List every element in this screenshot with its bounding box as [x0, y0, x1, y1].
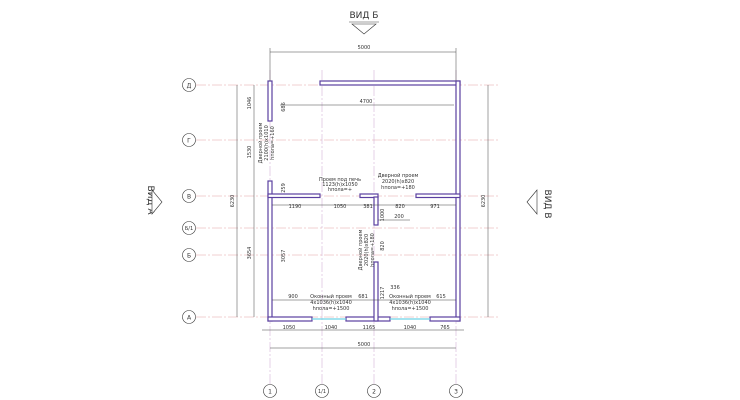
- dim-mid-820: 820: [395, 204, 405, 210]
- axis-marker-a: [182, 310, 196, 324]
- axis-label-b1: Б/1: [185, 226, 193, 232]
- view-label-left: ВИД А: [145, 186, 155, 216]
- dim-336: 336: [390, 285, 400, 291]
- axis-marker-d: [182, 78, 196, 92]
- wall-top: [319, 80, 461, 86]
- dim-vert-820: 820: [380, 241, 386, 251]
- partition-vert-upper: [373, 196, 379, 226]
- dim-bottom-1040b: 1040: [404, 325, 417, 331]
- axis-label-b: Б: [187, 253, 191, 260]
- axis-label-1: 1: [268, 389, 272, 396]
- axis-label-2: 2: [372, 389, 376, 396]
- partition-mid-3: [415, 193, 461, 199]
- door-right-size: 2020(h)х820: [382, 179, 414, 185]
- row-axis-lines: [196, 84, 500, 318]
- dim-left-3654: 3654: [247, 247, 253, 260]
- door-right-label: Дверной проем: [378, 172, 419, 179]
- axis-label-3: 3: [454, 389, 458, 396]
- dim-left-1530: 1530: [247, 146, 253, 159]
- dim-left-3057: 3057: [281, 250, 287, 263]
- dim-bottom-total: 5000: [358, 342, 371, 348]
- window-left-label: Оконный проем: [310, 293, 352, 300]
- axis-label-g: Г: [187, 138, 191, 145]
- dim-inner-615: 615: [436, 294, 446, 300]
- axis-marker-g: [182, 133, 196, 147]
- axis-marker-v: [182, 189, 196, 203]
- axis-marker-1-1: [315, 384, 329, 398]
- wall-right: [455, 80, 461, 322]
- dim-vert-1217: 1217: [380, 287, 386, 300]
- wall-bottom-3: [429, 316, 461, 322]
- annotations: Дверной проем 2100(h)х1010 hпола=+160 Пр…: [257, 122, 431, 312]
- view-marker-top: ВИД Б: [349, 11, 379, 35]
- dim-vert-1000: 1000: [380, 209, 386, 222]
- dim-inner-width: 4700: [360, 99, 373, 105]
- dim-bottom-1050: 1050: [283, 325, 296, 331]
- axis-label-v: В: [187, 194, 191, 201]
- col-axis-markers: 1 1/1 2 3: [263, 384, 463, 398]
- door-left-annotation: Дверной проем 2100(h)х1010 hпола=+160: [257, 122, 276, 163]
- view-arrow-right-icon: [526, 189, 538, 215]
- col-axis-lines: [269, 70, 457, 385]
- partition-mid-2: [359, 193, 379, 199]
- partition-vert-lower: [373, 261, 379, 322]
- window-left-size: 4х1036(h)х1040: [310, 300, 352, 306]
- dim-left-1046: 1046: [247, 97, 253, 110]
- view-label-top: ВИД Б: [350, 11, 379, 21]
- door-mid-annotation: Дверной проем 2020(h)х820 hпола=+180: [357, 229, 376, 270]
- wall-bottom-1: [267, 316, 313, 322]
- stove-label: Проем под печь: [319, 177, 361, 183]
- dim-200: 200: [394, 214, 404, 220]
- dim-mid-1190: 1190: [289, 204, 302, 210]
- door-right-floor: hпола=+180: [381, 185, 415, 191]
- window-right-floor: hпола=+1500: [392, 306, 429, 312]
- door-left-label: Дверной проем: [257, 122, 264, 163]
- window-right-label: Оконный проем: [389, 293, 431, 300]
- axis-marker-3: [449, 384, 463, 398]
- view-arrow-top-icon: [351, 23, 377, 35]
- door-left-size: 2100(h)х1010: [264, 125, 270, 160]
- door-left-floor: hпола=+160: [270, 126, 276, 160]
- axis-label-a: А: [187, 315, 192, 322]
- dim-bottom-765: 765: [440, 325, 450, 331]
- dim-inner-681: 681: [358, 294, 368, 300]
- door-mid-label: Дверной проем: [357, 229, 364, 270]
- partition-mid-1: [267, 193, 321, 199]
- dimensions: 5000 4700 1190 1050 381 820 971 200 900 …: [230, 45, 489, 349]
- axis-marker-b1: [182, 221, 196, 235]
- axis-marker-b: [182, 248, 196, 262]
- axis-label-1-1: 1/1: [318, 389, 326, 395]
- stove-size: 1123(h)х1050: [322, 182, 357, 188]
- dim-right-total: 6230: [481, 195, 487, 208]
- axis-marker-2: [367, 384, 381, 398]
- window-right-size: 4х1036(h)х1040: [389, 300, 431, 306]
- axis-label-d: Д: [187, 83, 192, 90]
- dim-top-total: 5000: [358, 45, 371, 51]
- dim-mid-381: 381: [363, 204, 373, 210]
- view-label-right: ВИД В: [542, 190, 552, 219]
- wall-bottom-2: [345, 316, 391, 322]
- wall-left-upper: [267, 80, 273, 122]
- dim-left-686: 686: [281, 102, 287, 112]
- door-mid-floor: hпола=+180: [370, 233, 376, 267]
- dim-left-259: 259: [281, 183, 287, 193]
- walls: [267, 80, 461, 322]
- view-marker-left: ВИД А: [145, 186, 163, 216]
- door-mid-size: 2020(h)х820: [364, 234, 370, 266]
- row-axis-markers: Д Г В Б/1 Б А: [182, 78, 196, 324]
- dim-bottom-1165: 1165: [363, 325, 376, 331]
- axis-marker-1: [263, 384, 277, 398]
- dim-inner-900: 900: [288, 294, 298, 300]
- window-left-floor: hпола=+1500: [313, 306, 350, 312]
- dim-mid-971: 971: [430, 204, 440, 210]
- wall-left-lower: [267, 180, 273, 322]
- view-marker-right: ВИД В: [526, 189, 552, 219]
- dim-left-total: 6230: [230, 195, 236, 208]
- dim-mid-1050: 1050: [334, 204, 347, 210]
- stove-floor: hпола=+: [328, 187, 352, 193]
- view-arrow-left-icon: [151, 189, 163, 215]
- dim-bottom-1040: 1040: [325, 325, 338, 331]
